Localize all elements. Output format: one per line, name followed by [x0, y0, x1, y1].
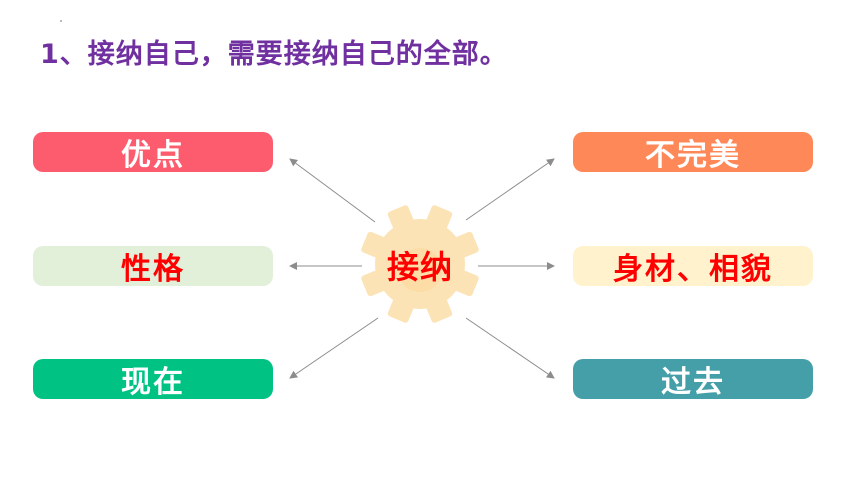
node-strengths: 优点 [33, 132, 273, 173]
arrow-to-left-bottom [289, 317, 379, 379]
arrow-to-right-bottom [465, 317, 555, 379]
node-body-appearance-label: 身材、相貌 [613, 252, 773, 287]
arrow-to-right-top [465, 158, 555, 221]
arrow-to-left-top [289, 158, 376, 223]
node-imperfection-label: 不完美 [645, 138, 741, 173]
node-strengths-label: 优点 [121, 138, 185, 173]
center-node-label: 接纳 [386, 248, 453, 286]
node-personality-label: 性格 [121, 252, 185, 287]
node-personality: 性格 [33, 246, 273, 287]
node-body-appearance: 身材、相貌 [573, 246, 813, 287]
page-title: 1、接纳自己，需要接纳自己的全部。 [40, 39, 508, 70]
node-past: 过去 [573, 359, 813, 400]
node-past-label: 过去 [661, 365, 725, 400]
node-present-label: 现在 [121, 365, 185, 400]
node-present: 现在 [33, 359, 273, 400]
gear-icon [361, 205, 479, 323]
center-node: 接纳 [352, 204, 488, 324]
node-imperfection: 不完美 [573, 132, 813, 173]
decor-dot [60, 20, 62, 22]
